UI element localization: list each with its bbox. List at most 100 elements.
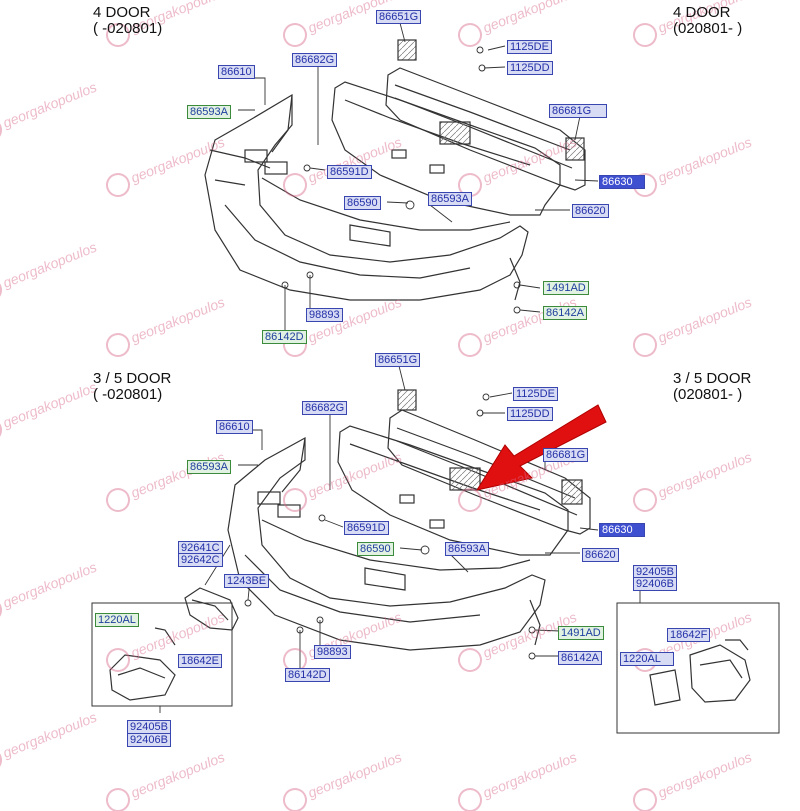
watermark-logo-icon: georgakopoulos: [283, 749, 404, 811]
part-label-92642c[interactable]: 92642C: [178, 553, 223, 567]
heading-title: 3 / 5 DOOR: [93, 370, 172, 387]
part-label-86651g[interactable]: 86651G: [376, 10, 422, 24]
watermark-logo-icon: georgakopoulos: [283, 0, 404, 47]
watermark-logo-icon: georgakopoulos: [106, 449, 227, 512]
svg-text:georgakopoulos: georgakopoulos: [656, 749, 754, 801]
part-label-86681g[interactable]: 86681G: [549, 104, 607, 118]
part-label-86620-b[interactable]: 86620: [582, 548, 619, 562]
watermark-logo-icon: georgakopoulos: [106, 749, 227, 811]
svg-text:georgakopoulos: georgakopoulos: [129, 749, 227, 801]
part-label-1220al[interactable]: 1220AL: [95, 613, 139, 627]
watermark-logo-icon: georgakopoulos: [0, 79, 99, 142]
part-label-92406b[interactable]: 92406B: [127, 733, 171, 747]
part-label-86142a[interactable]: 86142A: [543, 306, 587, 320]
watermark-logo-icon: georgakopoulos: [0, 709, 99, 772]
part-label-18642e[interactable]: 18642E: [178, 654, 222, 668]
part-label-86142d[interactable]: 86142D: [262, 330, 307, 344]
watermark-logo-icon: georgakopoulos: [283, 609, 404, 672]
part-label-86651g-b[interactable]: 86651G: [375, 353, 421, 367]
heading-range: ( -020801): [93, 20, 163, 37]
svg-text:georgakopoulos: georgakopoulos: [1, 239, 99, 291]
watermark-logo-icon: georgakopoulos: [633, 294, 754, 357]
watermark-logo-icon: georgakopoulos: [0, 239, 99, 302]
part-label-86682g[interactable]: 86682G: [292, 53, 338, 67]
watermark-layer: georgakopoulos georgakopoulos georgakopoul…: [0, 0, 754, 811]
red-arrow-pointer-icon: [475, 404, 607, 491]
watermark-logo-icon: georgakopoulos: [0, 379, 99, 442]
part-label-92641c[interactable]: 92641C: [178, 541, 223, 555]
part-label-1125dd-b[interactable]: 1125DD: [507, 407, 553, 421]
heading-top-right: 4 DOOR (020801- ): [673, 5, 742, 37]
part-label-86610-b[interactable]: 86610: [216, 420, 253, 434]
part-label-1243be[interactable]: 1243BE: [224, 574, 270, 588]
watermark-logo-icon: georgakopoulos: [106, 134, 227, 197]
svg-text:georgakopoulos: georgakopoulos: [481, 749, 579, 801]
top-bumper-cover: [204, 93, 529, 301]
part-label-86142d-b[interactable]: 86142D: [285, 668, 330, 682]
part-label-98893[interactable]: 98893: [306, 308, 343, 322]
svg-text:georgakopoulos: georgakopoulos: [306, 749, 404, 801]
part-label-86591d-b[interactable]: 86591D: [344, 521, 389, 535]
part-label-1491ad-b[interactable]: 1491AD: [558, 626, 604, 640]
part-label-1125de-b[interactable]: 1125DE: [513, 387, 558, 401]
watermark-logo-icon: georgakopoulos: [458, 294, 579, 357]
part-label-86610[interactable]: 86610: [218, 65, 255, 79]
watermark-logo-icon: georgakopoulos: [0, 559, 99, 622]
heading-range: (020801- ): [673, 20, 743, 37]
bottom-bumper-beam: [387, 389, 591, 535]
part-label-86593a[interactable]: 86593A: [187, 105, 231, 119]
top-bumper-beam: [385, 39, 586, 191]
heading-top-left: 4 DOOR ( -020801): [93, 5, 162, 37]
part-label-1491ad[interactable]: 1491AD: [543, 281, 589, 295]
bottom-bumper-absorber: [337, 425, 569, 556]
watermark-logo-icon: georgakopoulos: [458, 749, 579, 811]
svg-text:georgakopoulos: georgakopoulos: [1, 79, 99, 131]
part-label-86630-b[interactable]: 86630: [599, 523, 645, 537]
part-label-92405b[interactable]: 92405B: [127, 720, 171, 734]
svg-text:georgakopoulos: georgakopoulos: [1, 379, 99, 431]
part-label-98893-b[interactable]: 98893: [314, 645, 351, 659]
part-label-86682g-b[interactable]: 86682G: [302, 401, 348, 415]
bottom-left-fog-lamp: [91, 587, 239, 707]
part-label-1125de[interactable]: 1125DE: [507, 40, 552, 54]
heading-bottom-right: 3 / 5 DOOR (020801- ): [673, 371, 751, 403]
part-label-86590[interactable]: 86590: [344, 196, 381, 210]
part-label-18642f[interactable]: 18642F: [667, 628, 711, 642]
heading-title: 4 DOOR: [93, 4, 151, 21]
part-label-1125dd[interactable]: 1125DD: [507, 61, 553, 75]
watermark-logo-icon: georgakopoulos: [633, 749, 754, 811]
heading-range: (020801- ): [673, 386, 743, 403]
svg-text:georgakopoulos: georgakopoulos: [656, 134, 754, 186]
part-label-86593a-b2[interactable]: 86593A: [445, 542, 489, 556]
heading-title: 4 DOOR: [673, 4, 731, 21]
part-label-92406b-r[interactable]: 92406B: [633, 577, 677, 591]
bottom-right-fog-lamp: [616, 602, 780, 734]
part-label-86591d[interactable]: 86591D: [327, 165, 372, 179]
svg-text:georgakopoulos: georgakopoulos: [656, 449, 754, 501]
watermark-logo-icon: georgakopoulos: [283, 449, 404, 512]
part-label-86593a-b[interactable]: 86593A: [187, 460, 231, 474]
part-label-86620[interactable]: 86620: [572, 204, 609, 218]
part-label-86590-b[interactable]: 86590: [357, 542, 394, 556]
svg-text:georgakopoulos: georgakopoulos: [1, 559, 99, 611]
svg-text:georgakopoulos: georgakopoulos: [481, 0, 579, 36]
heading-title: 3 / 5 DOOR: [673, 370, 752, 387]
svg-text:georgakopoulos: georgakopoulos: [1, 709, 99, 761]
svg-text:georgakopoulos: georgakopoulos: [306, 449, 404, 501]
part-label-1220al-r[interactable]: 1220AL: [620, 652, 674, 666]
svg-text:georgakopoulos: georgakopoulos: [129, 294, 227, 346]
part-label-86681g-b[interactable]: 86681G: [543, 448, 589, 462]
svg-text:georgakopoulos: georgakopoulos: [129, 449, 227, 501]
top-leader-lines: [238, 22, 599, 330]
heading-range: ( -020801): [93, 386, 163, 403]
svg-text:georgakopoulos: georgakopoulos: [129, 134, 227, 186]
svg-text:georgakopoulos: georgakopoulos: [656, 294, 754, 346]
part-label-86630[interactable]: 86630: [599, 175, 645, 189]
watermark-logo-icon: georgakopoulos: [283, 294, 404, 357]
part-label-86593a-2[interactable]: 86593A: [428, 192, 472, 206]
part-label-86142a-b[interactable]: 86142A: [558, 651, 602, 665]
watermark-logo-icon: georgakopoulos: [633, 449, 754, 512]
watermark-logo-icon: georgakopoulos: [633, 134, 754, 197]
